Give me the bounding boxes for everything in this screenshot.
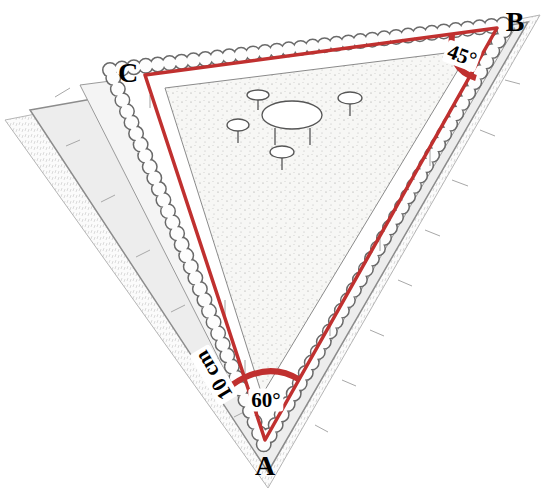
vertex-label: C	[118, 59, 138, 87]
vertex-label: B	[506, 8, 525, 36]
vertex-label: A	[255, 452, 275, 480]
angle-label: 60°	[248, 389, 283, 412]
